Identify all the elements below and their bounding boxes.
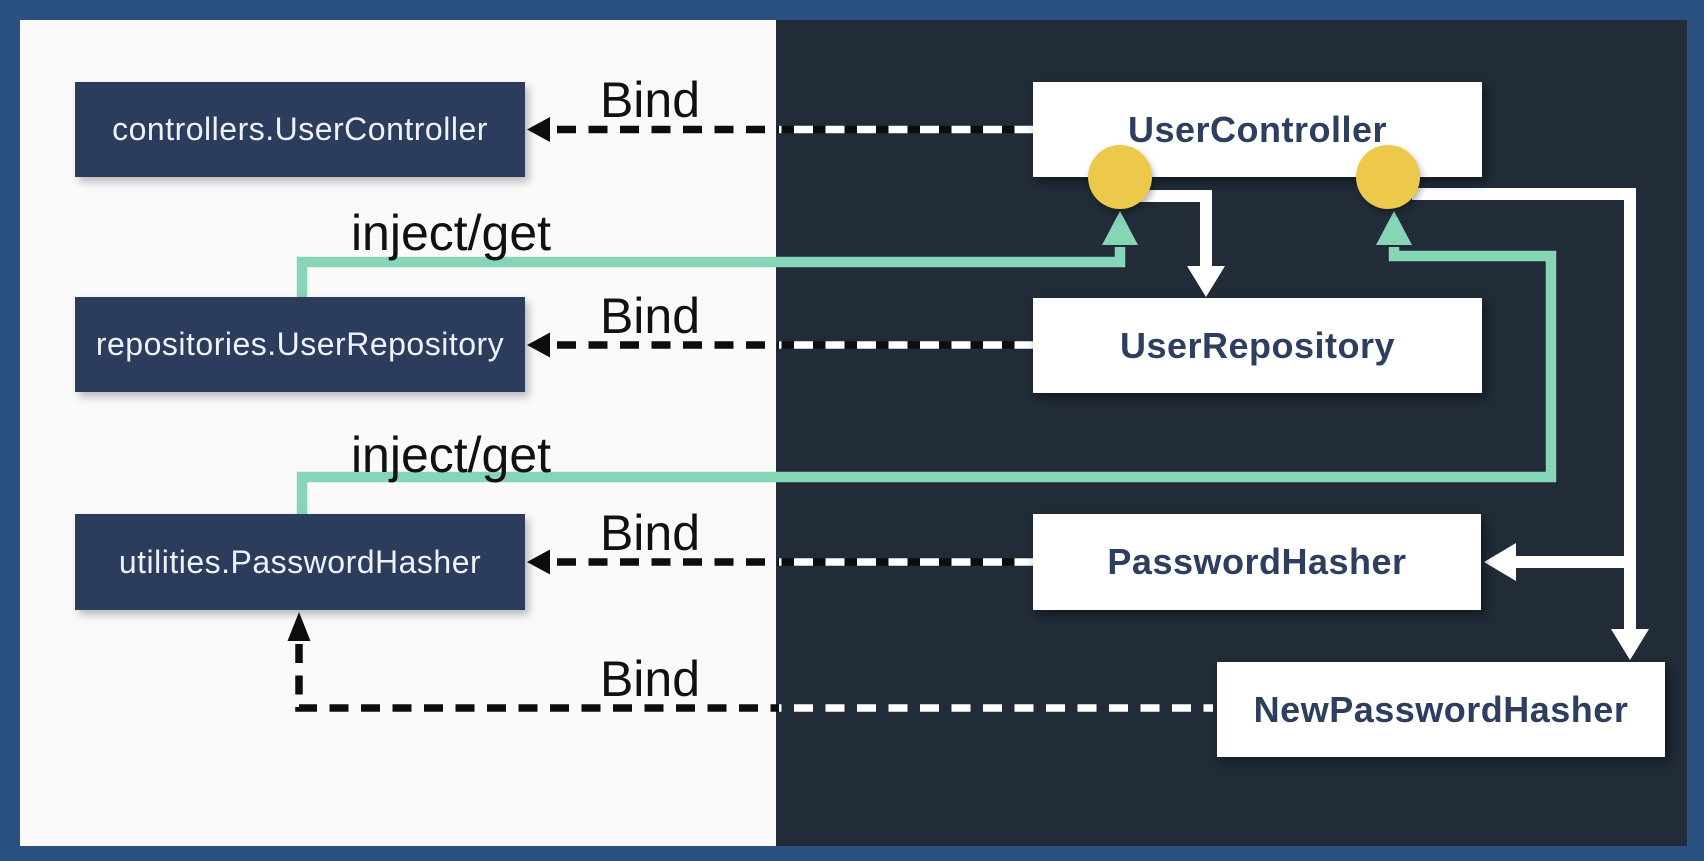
dependency-edge-hashers (1412, 188, 1649, 660)
arrowhead-down-icon (1611, 629, 1649, 660)
arrowhead-up-icon (287, 612, 311, 641)
bind-label-repository: Bind (599, 288, 701, 344)
class-box-label: UserRepository (1119, 324, 1396, 366)
class-box-label: UserController (1127, 108, 1388, 150)
dependency-edge-repository (1120, 190, 1225, 297)
arrowhead-left-icon (527, 549, 550, 575)
bind-label-controller: Bind (599, 72, 701, 128)
key-box-label: controllers.UserController (112, 111, 488, 147)
key-box-repositories-userrepository: repositories.UserRepository (75, 297, 525, 392)
flow-line (1120, 190, 1212, 268)
bind-label-new-hasher: Bind (599, 651, 701, 707)
class-box-newpasswordhasher: NewPasswordHasher (1217, 662, 1665, 757)
key-box-utilities-passwordhasher: utilities.PasswordHasher (75, 514, 525, 610)
inject-edge-repository (296, 211, 1138, 300)
class-box-userrepository: UserRepository (1033, 298, 1482, 393)
bind-dashed-elbow (295, 644, 779, 712)
arrowhead-left-icon (527, 332, 550, 358)
bind-edge-repository (527, 332, 1033, 358)
arrowhead-left-icon (1484, 543, 1516, 581)
key-box-controllers-usercontroller: controllers.UserController (75, 82, 525, 177)
key-box-label: utilities.PasswordHasher (118, 543, 482, 580)
inject-get-label-repository: inject/get (350, 205, 552, 261)
injection-port-left-icon (1088, 145, 1152, 209)
inject-line (296, 247, 1126, 300)
bind-edge-hasher (527, 549, 1033, 575)
bind-edge-new-hasher (287, 612, 1213, 712)
inject-edge-hasher (296, 211, 1557, 516)
class-box-passwordhasher: PasswordHasher (1033, 514, 1481, 610)
arrowhead-left-icon (527, 117, 550, 142)
inject-get-label-hasher: inject/get (350, 427, 552, 483)
bind-edge-controller (527, 117, 1033, 142)
injection-port-right-icon (1356, 145, 1420, 209)
key-box-label: repositories.UserRepository (95, 326, 505, 362)
bind-label-hasher: Bind (599, 505, 701, 561)
class-box-label: PasswordHasher (1107, 541, 1407, 582)
arrowhead-down-icon (1187, 266, 1225, 297)
arrowhead-up-icon (1376, 211, 1412, 245)
inject-line (296, 247, 1557, 516)
flow-line (1412, 188, 1636, 630)
arrowhead-up-icon (1102, 211, 1138, 245)
class-box-label: NewPasswordHasher (1253, 688, 1629, 730)
